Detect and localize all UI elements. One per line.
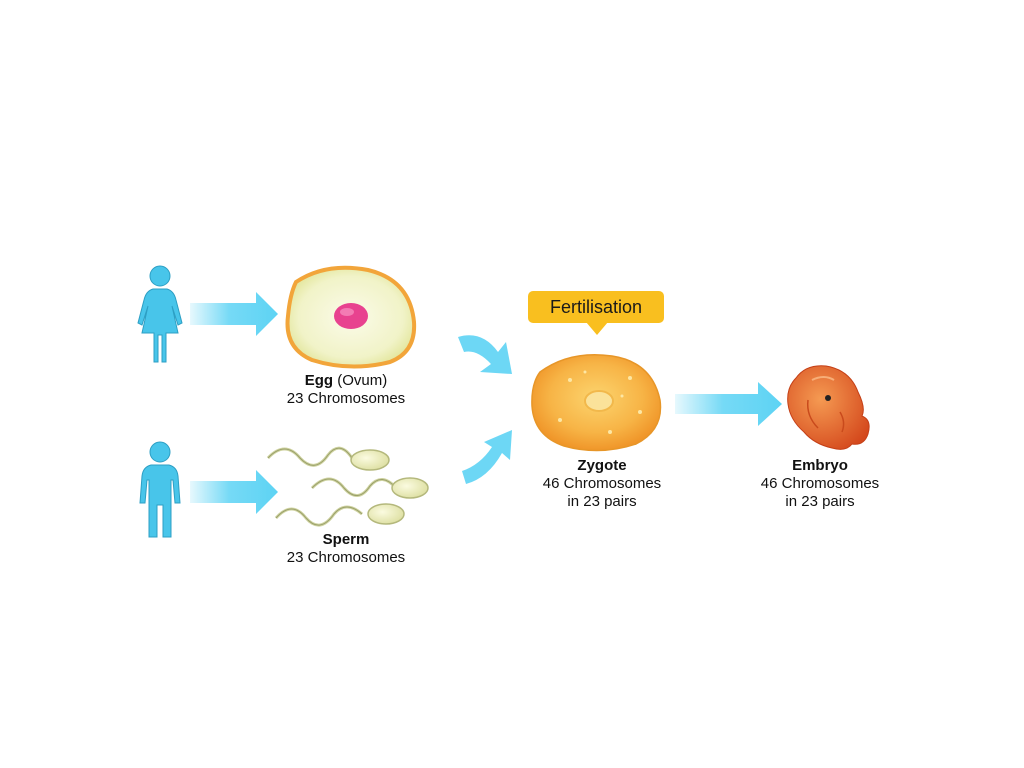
arrow-male-to-sperm xyxy=(190,470,278,514)
arrow-egg-to-zygote xyxy=(458,335,512,374)
embryo-eye xyxy=(825,395,831,401)
sperm-title: Sperm xyxy=(322,531,370,548)
zygote-nucleus xyxy=(584,390,614,412)
arrow-zygote-to-embryo xyxy=(675,382,782,426)
embryo-title: Embryo xyxy=(792,457,848,474)
zygote-chromosomes: 46 Chromosomes xyxy=(542,475,662,492)
egg-label: Egg (Ovum) 23 Chromosomes xyxy=(256,372,436,408)
zygote-cell xyxy=(531,353,662,452)
egg-title: Egg xyxy=(304,372,334,389)
sperm-cell xyxy=(310,477,429,499)
female-figure-icon xyxy=(137,265,183,363)
male-figure-icon xyxy=(139,441,181,538)
arrow-female-to-egg xyxy=(190,292,278,336)
arrow-sperm-to-zygote xyxy=(462,430,512,484)
zygote-pairs: in 23 pairs xyxy=(567,493,637,510)
embryo-pairs: in 23 pairs xyxy=(785,493,855,510)
egg-nucleus xyxy=(334,303,368,329)
zygote-label: Zygote 46 Chromosomes in 23 pairs xyxy=(512,457,692,511)
sperm-cells xyxy=(266,446,429,527)
egg-qualifier: (Ovum) xyxy=(337,372,388,389)
sperm-label: Sperm 23 Chromosomes xyxy=(256,531,436,567)
zygote-title: Zygote xyxy=(577,457,627,474)
egg-cell xyxy=(285,265,417,369)
sperm-cell xyxy=(266,446,390,471)
fertilisation-callout: Fertilisation xyxy=(528,291,664,323)
sperm-cell xyxy=(274,503,405,527)
embryo-label: Embryo 46 Chromosomes in 23 pairs xyxy=(730,457,910,511)
embryo-chromosomes: 46 Chromosomes xyxy=(760,475,880,492)
sperm-chromosomes: 23 Chromosomes xyxy=(286,549,406,566)
fertilisation-pointer-icon xyxy=(586,322,608,335)
egg-chromosomes: 23 Chromosomes xyxy=(286,390,406,407)
embryo-shape xyxy=(787,365,870,450)
